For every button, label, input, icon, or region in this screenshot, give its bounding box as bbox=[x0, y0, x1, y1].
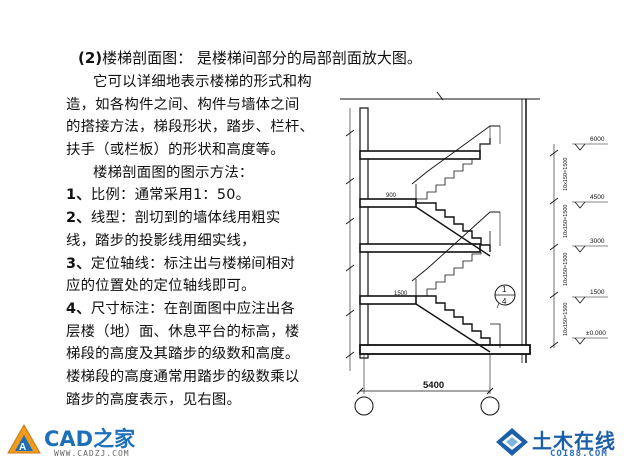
width-dimension-label: 5400 bbox=[423, 380, 444, 391]
section-heading: (2)楼梯剖面图： 是楼梯间部分的局部剖面放大图。 bbox=[78, 47, 422, 68]
item-text: 比例：通常采用1：50。 bbox=[90, 187, 251, 204]
elevation-marker bbox=[574, 245, 586, 253]
cad-logo-icon: A bbox=[7, 423, 41, 454]
landing-slab bbox=[359, 198, 417, 208]
elevation-label: ±0.000 bbox=[586, 330, 606, 337]
landing-slab bbox=[359, 295, 417, 305]
list-item-2: 2、线型：剖切到的墙体线用粗实 bbox=[66, 207, 348, 230]
step-dimension-label: 10x150=1500 bbox=[563, 303, 569, 337]
cad-logo: A CAD之家 WWW.CADZJ.COM bbox=[6, 421, 206, 461]
item-text-continued: 线，踏步的投影线用细实线， bbox=[66, 232, 256, 249]
step-dimension-label: 10x150=1500 bbox=[563, 158, 569, 192]
step-dimension-label: 10x150=1500 bbox=[563, 205, 569, 239]
landing-dimension-label: 1500 bbox=[394, 291, 408, 297]
svg-text:A: A bbox=[19, 442, 26, 453]
elevation-marker bbox=[574, 296, 586, 304]
item-text-continued: 踏步的高度表示，见右图。 bbox=[66, 391, 242, 408]
tumu-logo: 土木在线 COI88.COM bbox=[492, 422, 636, 462]
item-text: 尺寸标注：在剖面图中应注出各 bbox=[90, 300, 296, 317]
elevation-marker bbox=[574, 143, 586, 151]
item-text-continued: 应的位置处的定位轴线即可。 bbox=[66, 278, 256, 295]
item-text-continued: 梯段的高度及其踏步的级数和高度。 bbox=[66, 346, 300, 363]
item-number: 3、 bbox=[66, 255, 91, 272]
item-number: 1、 bbox=[66, 187, 91, 204]
body-line: 它可以详细地表示楼梯的形式和构 bbox=[93, 74, 312, 90]
tumu-logo-icon bbox=[496, 428, 528, 456]
handrail bbox=[411, 125, 500, 185]
elevation-label: 6000 bbox=[590, 136, 605, 143]
axis-bubble bbox=[480, 396, 500, 416]
stair-flight bbox=[416, 252, 482, 297]
item-text: 线型：剖切到的墙体线用粗实 bbox=[90, 210, 281, 227]
left-wall bbox=[359, 107, 369, 359]
callout-bottom-number: 4 bbox=[502, 297, 507, 306]
landing-dimension-label: 900 bbox=[386, 193, 397, 199]
elevation-label: 3000 bbox=[590, 238, 605, 245]
list-item-3: 3、定位轴线：标注出与楼梯间相对 bbox=[66, 253, 348, 276]
elevation-marker bbox=[574, 201, 586, 209]
stair-section-drawing: 5400 6000 4500 3000 1500 ±0.000 10x150=1… bbox=[340, 91, 608, 416]
body-line: 楼梯剖面图的图示方法： bbox=[93, 164, 254, 181]
handrail bbox=[411, 211, 500, 282]
body-line: 的搭接方法，梯段形状，踏步、栏杆、 bbox=[66, 119, 315, 136]
list-item-4: 4、尺寸标注：在剖面图中应注出各 bbox=[66, 298, 348, 321]
ground-slab bbox=[359, 344, 531, 355]
stair-flight bbox=[416, 158, 480, 200]
step-dimension-label: 10x150=1500 bbox=[563, 253, 569, 287]
item-text-continued: 层楼（地）面、休息平台的标高，楼 bbox=[66, 323, 300, 340]
elevation-marker bbox=[574, 337, 586, 345]
stair-flight bbox=[416, 202, 491, 252]
item-text-continued: 楼梯段的高度通常用踏步的级数乘以 bbox=[66, 368, 300, 385]
item-number: 2、 bbox=[66, 210, 91, 227]
elevation-label: 4500 bbox=[590, 194, 605, 201]
body-line: 扶手（或栏板）的形状和高度等。 bbox=[66, 142, 285, 159]
floor-slab bbox=[359, 243, 481, 253]
cad-logo-name: CAD之家 bbox=[44, 427, 136, 451]
tumu-logo-url: COI88.COM bbox=[550, 449, 608, 459]
heading-text: 楼梯剖面图： 是楼梯间部分的局部剖面放大图。 bbox=[102, 49, 422, 67]
cad-logo-url: WWW.CADZJ.COM bbox=[54, 449, 130, 458]
item-text: 定位轴线：标注出与楼梯间相对 bbox=[90, 255, 296, 272]
elevation-label: 1500 bbox=[590, 289, 605, 296]
heading-number: (2) bbox=[78, 49, 103, 67]
floor-slab bbox=[359, 150, 481, 160]
tumu-logo-name: 土木在线 bbox=[532, 429, 616, 453]
stair-flight bbox=[416, 295, 491, 345]
axis-bubble bbox=[354, 396, 374, 416]
item-number: 4、 bbox=[66, 300, 91, 317]
callout-top-number: 1 bbox=[502, 285, 507, 294]
list-item-1: 1、比例：通常采用1：50。 bbox=[66, 184, 348, 207]
body-text: 它可以详细地表示楼梯的形式和构 造，如各构件之间、构件与墙体之间 的搭接方法，梯… bbox=[66, 71, 348, 411]
body-line: 造，如各构件之间、构件与墙体之间 bbox=[66, 96, 300, 113]
